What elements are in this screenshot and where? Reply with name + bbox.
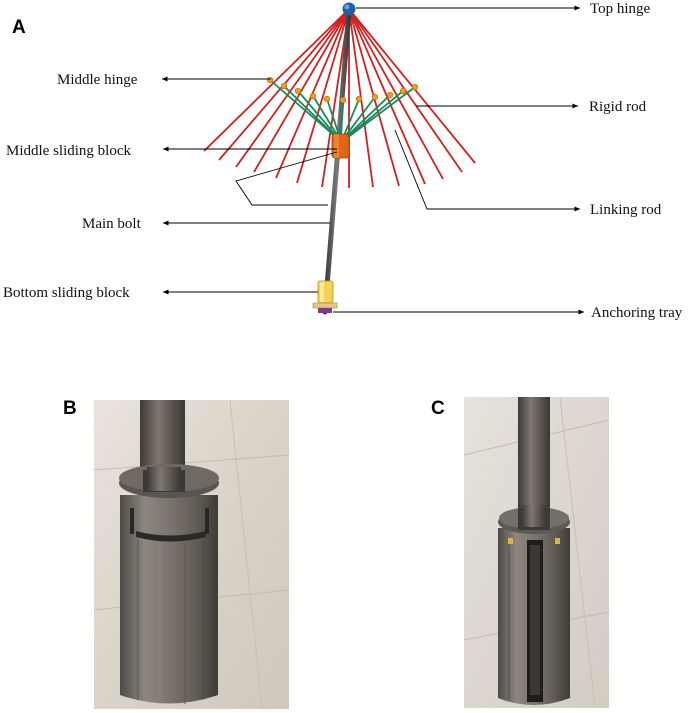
middle-sliding-block <box>331 133 350 159</box>
panel-c: C <box>431 396 610 709</box>
label-middle-sliding-block: Middle sliding block <box>6 143 131 159</box>
label-rigid-rod: Rigid rod <box>589 99 647 115</box>
photo-b <box>93 399 290 710</box>
middle-hinges <box>266 76 419 104</box>
photo-c <box>463 396 610 709</box>
label-bottom-sliding-block: Bottom sliding block <box>3 285 130 301</box>
callout-lines <box>162 5 584 315</box>
main-bolt <box>322 7 352 315</box>
top-hinge <box>342 2 356 16</box>
panel-letter-c: C <box>431 398 445 419</box>
panel-letter-b: B <box>63 398 77 419</box>
panel-b: B <box>63 398 290 710</box>
label-anchoring-tray: Anchoring tray <box>591 305 683 321</box>
panel-a: A <box>3 1 683 321</box>
label-linking-rod: Linking rod <box>590 202 662 218</box>
label-middle-hinge: Middle hinge <box>57 72 138 88</box>
anchoring-tray <box>312 302 338 313</box>
panel-letter-a: A <box>12 17 26 38</box>
label-top-hinge: Top hinge <box>590 1 651 17</box>
bottom-sliding-block <box>317 280 334 304</box>
label-main-bolt: Main bolt <box>82 216 142 232</box>
linking-rods <box>269 79 416 139</box>
